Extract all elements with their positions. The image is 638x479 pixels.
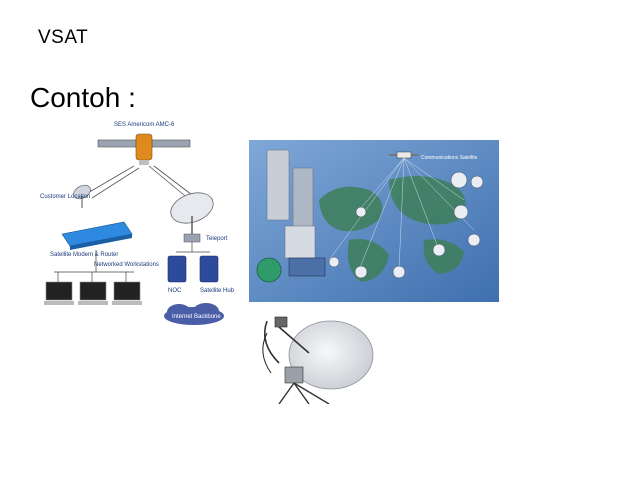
internet-cloud-icon bbox=[164, 303, 224, 325]
customer-label: Customer Location bbox=[40, 194, 90, 200]
vsat-network-svg: SES Americom AMC-6 Customer Location Sat… bbox=[40, 122, 235, 325]
noc-label: NOC bbox=[168, 288, 182, 294]
map-beams bbox=[328, 157, 475, 271]
vsat-map-svg: Communications Satellite bbox=[249, 140, 499, 302]
lan-lines bbox=[54, 250, 134, 282]
teleport-label: Teleport bbox=[206, 236, 228, 242]
teleport-dish-icon bbox=[170, 192, 214, 243]
modem-label: Satellite Modem & Router bbox=[50, 252, 118, 258]
remote-site-icons bbox=[328, 171, 484, 279]
slide-body-text: Contoh : bbox=[30, 82, 136, 113]
satellite-dish-photo bbox=[249, 313, 374, 404]
satellite-dish-svg bbox=[262, 316, 374, 404]
map-satellite-label: Communications Satellite bbox=[421, 155, 478, 161]
customer-dish-icon bbox=[73, 184, 91, 208]
dish-cable bbox=[262, 332, 272, 374]
workstations-label: Networked Workstations bbox=[94, 262, 159, 268]
dish-feed-arm bbox=[263, 316, 310, 364]
satellite-icon bbox=[97, 133, 191, 165]
workstation-icons bbox=[44, 281, 142, 305]
server-rack-icon bbox=[288, 257, 326, 277]
server-icons bbox=[167, 242, 219, 283]
dish-reflector bbox=[288, 320, 374, 390]
modem-icon bbox=[61, 221, 133, 250]
hub-label: Satellite Hub bbox=[200, 288, 235, 294]
building-icons bbox=[266, 149, 316, 259]
vsat-map-diagram: Communications Satellite bbox=[249, 140, 499, 302]
slide-title: VSAT bbox=[38, 27, 89, 48]
vsat-network-diagram: SES Americom AMC-6 Customer Location Sat… bbox=[34, 116, 246, 331]
uplink-beams bbox=[85, 165, 197, 201]
globe-icon bbox=[256, 257, 282, 283]
dish-mount bbox=[278, 366, 330, 404]
satellite-label: SES Americom AMC-6 bbox=[114, 122, 175, 128]
cloud-label: Internet Backbone bbox=[172, 314, 221, 320]
